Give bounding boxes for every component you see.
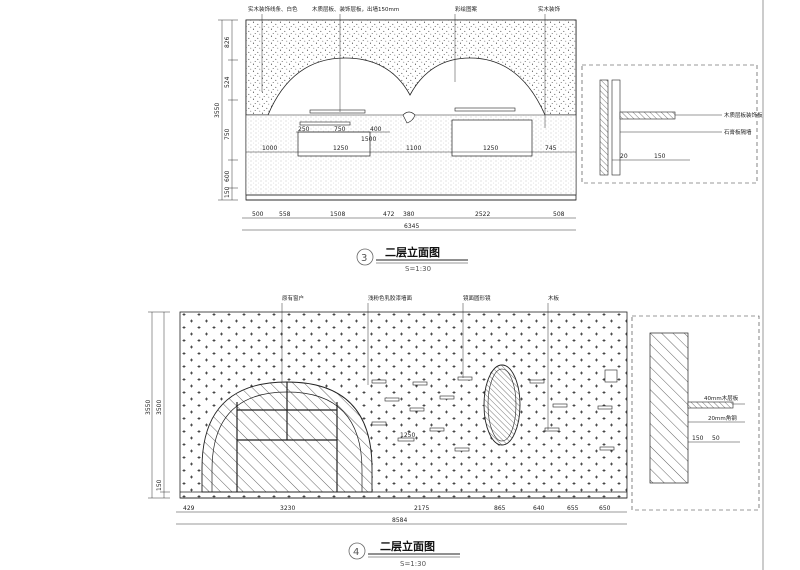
elev3-shelf bbox=[299, 121, 351, 126]
elev4-hdim: 865 bbox=[494, 505, 506, 512]
elev3-vdim-total: 3550 bbox=[214, 103, 221, 118]
elev3-shelf bbox=[454, 107, 516, 112]
elev4-hdim: 429 bbox=[183, 505, 195, 512]
elev4-hdim-total: 8584 bbox=[392, 517, 407, 524]
elev3-vdim: 600 bbox=[224, 170, 231, 182]
elev3-detail-wall bbox=[599, 79, 609, 176]
elev3-label: 实木装饰 bbox=[538, 5, 561, 13]
elev3-vdim: 826 bbox=[224, 36, 231, 48]
elev3-dim: 745 bbox=[545, 145, 557, 152]
elev3-detail-shelf bbox=[619, 111, 676, 120]
elev4-inner-dim: 1250 bbox=[400, 432, 415, 439]
elev4-label: 木板 bbox=[548, 294, 560, 302]
elev3-title: 二层立面图 bbox=[385, 245, 440, 259]
elev4-detail-dim: 150 bbox=[692, 435, 704, 442]
elev3-detail-dim: 20 bbox=[620, 153, 628, 160]
elev4-wall-shelves bbox=[371, 369, 618, 452]
elev3-number: 3 bbox=[361, 253, 367, 264]
elev3-label: 实木装饰线条、白色 bbox=[248, 5, 298, 13]
elev4-detail-label: 40mm木层板 bbox=[704, 394, 739, 402]
elev3-dim: 1250 bbox=[333, 145, 348, 152]
elev3-hdim: 508 bbox=[553, 211, 565, 218]
elev4-hdim: 655 bbox=[567, 505, 579, 512]
elev4-detail-dim: 50 bbox=[712, 435, 720, 442]
elev3-label: 彩绘图案 bbox=[455, 5, 478, 13]
elev4-hdim: 2175 bbox=[414, 505, 429, 512]
elev3-dim: 400 bbox=[370, 126, 382, 133]
elev3-hdim: 558 bbox=[279, 211, 291, 218]
elev4-scale: S=1:30 bbox=[400, 560, 426, 568]
elev3-vdim: 150 bbox=[224, 186, 231, 198]
elev3-hdim: 380 bbox=[403, 211, 415, 218]
elev3-frame-left bbox=[297, 131, 371, 157]
elevation-3: 实木装饰线条、白色 木质层板、装饰层板，出墙150mm 彩绘图案 实木装饰 10… bbox=[214, 5, 763, 273]
elev4-vdim: 3550 bbox=[145, 400, 152, 415]
elev3-dim: 250 bbox=[298, 126, 310, 133]
elev4-vdim: 3500 bbox=[156, 400, 163, 415]
elev3-stipple-wall bbox=[245, 19, 577, 116]
elev3-hdim: 1508 bbox=[330, 211, 345, 218]
elev3-scale: S=1:30 bbox=[405, 265, 431, 273]
elev3-dim: 1500 bbox=[361, 136, 376, 143]
elev4-detail-box bbox=[631, 315, 760, 511]
elev3-label: 木质层板、装饰层板，出墙150mm bbox=[312, 5, 399, 13]
elev4-label: 镜面圆形镜 bbox=[463, 294, 491, 302]
elev3-detail-dim: 150 bbox=[654, 153, 666, 160]
elev4-hdim: 3230 bbox=[280, 505, 295, 512]
elev3-detail-box bbox=[581, 64, 758, 184]
elev4-hdim: 640 bbox=[533, 505, 545, 512]
elev3-dim: 1000 bbox=[262, 145, 277, 152]
elev4-hdim: 650 bbox=[599, 505, 611, 512]
elev4-title: 二层立面图 bbox=[380, 539, 435, 553]
elev3-hdim: 2522 bbox=[475, 211, 490, 218]
elev4-detail-shelf bbox=[687, 401, 734, 409]
elev3-shelf bbox=[309, 109, 366, 114]
elev4-detail-label: 20mm角钢 bbox=[708, 414, 737, 422]
elev3-vdim: 750 bbox=[224, 128, 231, 140]
elevation-4: 1250 原有窗户 浅粉色乳胶漆墙面 镜面圆形镜 木板 3550 3500 15… bbox=[145, 294, 760, 568]
elev3-hdim-total: 6345 bbox=[404, 223, 419, 230]
elev3-detail-label: 石膏板隔墙 bbox=[724, 128, 752, 136]
elev3-dim: 1100 bbox=[406, 145, 421, 152]
elev4-number: 4 bbox=[353, 547, 359, 558]
elev4-vdim: 150 bbox=[156, 479, 163, 491]
elev4-detail-wall bbox=[649, 332, 689, 484]
elev3-vdim: 524 bbox=[224, 76, 231, 88]
elev3-dim: 750 bbox=[334, 126, 346, 133]
elev4-oval-mirror bbox=[483, 364, 521, 446]
elev3-hdim: 472 bbox=[383, 211, 395, 218]
elev4-label: 原有窗户 bbox=[282, 294, 304, 302]
elev3-number-circle bbox=[356, 248, 374, 266]
elev3-hdim: 500 bbox=[252, 211, 264, 218]
elev3-dim: 1250 bbox=[483, 145, 498, 152]
elev4-number-circle bbox=[348, 542, 366, 560]
elev3-frame-right bbox=[451, 119, 533, 157]
elev3-ornament bbox=[402, 111, 416, 124]
elev4-label: 浅粉色乳胶漆墙面 bbox=[368, 294, 413, 302]
elev3-detail-label: 木质层板装饰板 bbox=[724, 111, 763, 119]
